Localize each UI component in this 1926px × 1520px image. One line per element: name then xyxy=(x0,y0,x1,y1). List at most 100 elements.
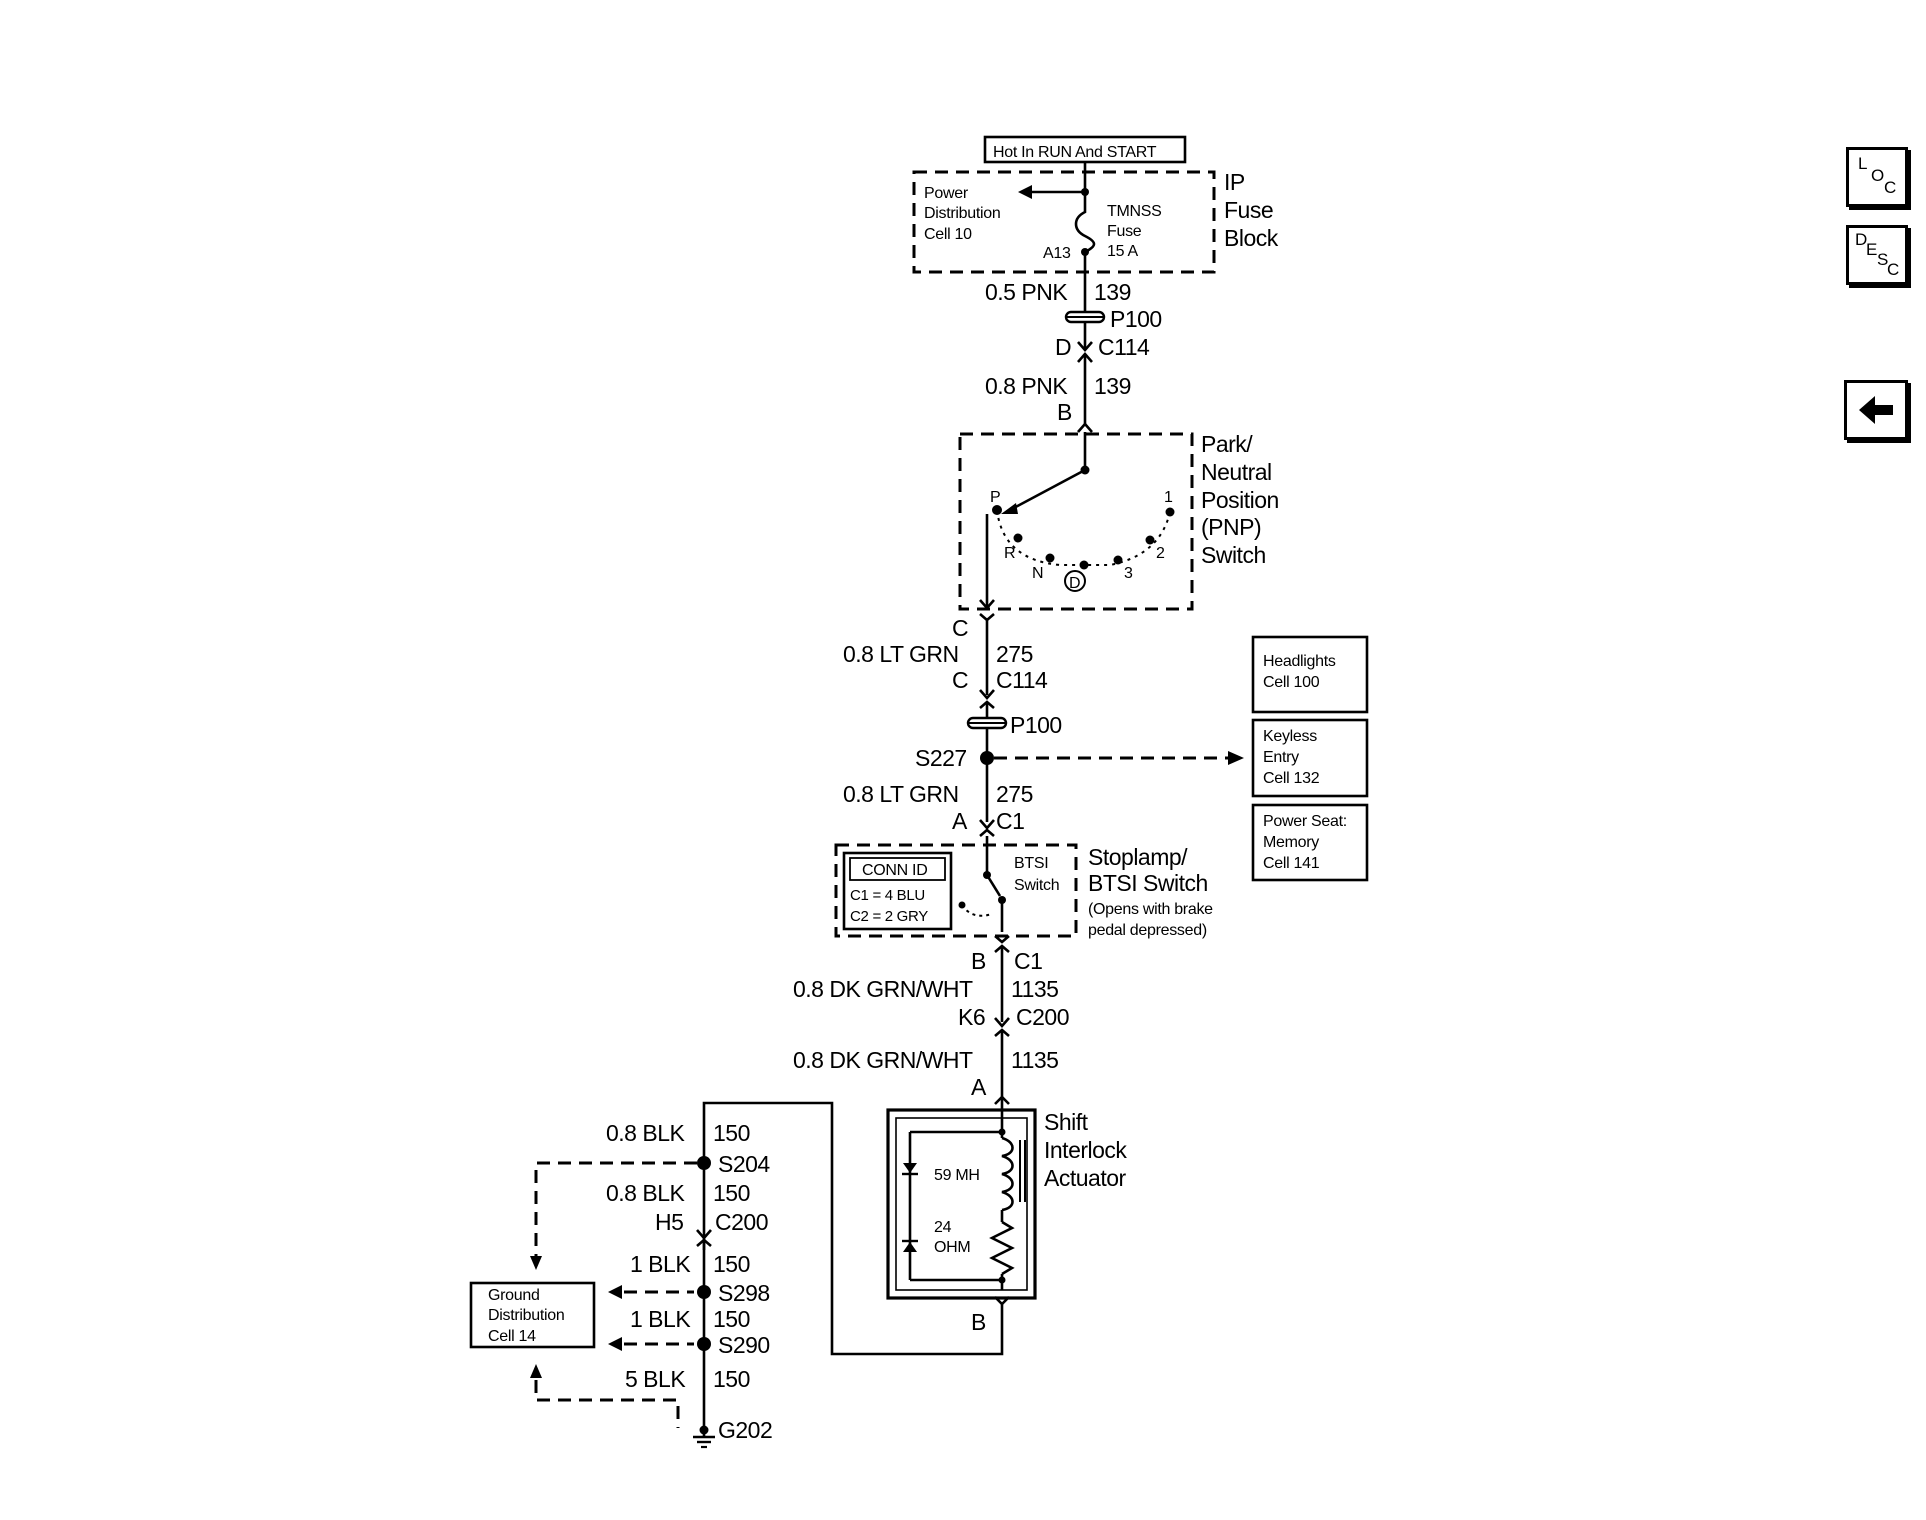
loc-button[interactable]: L O C xyxy=(1846,147,1908,207)
ref-power-seat-box xyxy=(1251,803,1369,882)
pnp-pos-2: 2 xyxy=(1156,545,1165,562)
wire-circuit-1135-a: 1135 xyxy=(1011,976,1058,1002)
coil-inductance: 59 MH xyxy=(934,1167,980,1184)
splice-s204 xyxy=(697,1156,711,1170)
power-distribution-arrow xyxy=(1018,185,1032,199)
splice-s290 xyxy=(697,1337,711,1351)
resistor-value: 24 xyxy=(934,1219,952,1236)
p100-label-a: P100 xyxy=(1110,306,1162,332)
actuator-title-2: Interlock xyxy=(1044,1137,1127,1163)
loc-letter-c: C xyxy=(1884,178,1897,197)
wire-circuit-275-b: 275 xyxy=(996,781,1033,807)
actuator-coil xyxy=(1001,1136,1014,1212)
s298-label: S298 xyxy=(718,1280,770,1306)
wire-gauge-05pnk: 0.5 PNK xyxy=(985,279,1068,305)
ref-headlights-1: Headlights xyxy=(1263,653,1336,670)
c114-pin-d: D xyxy=(1055,334,1071,360)
wire-gauge-08ltgrn-b: 0.8 LT GRN xyxy=(843,781,959,807)
fuse-terminal-a13: A13 xyxy=(1043,245,1071,262)
ref-keyless-1: Keyless xyxy=(1263,728,1317,745)
c1-pin-b: B xyxy=(971,948,986,974)
diode-lower xyxy=(903,1242,917,1252)
fuse-name: TMNSS xyxy=(1107,203,1162,220)
s290-label: S290 xyxy=(718,1332,770,1358)
c200-label-ground: C200 xyxy=(715,1209,768,1235)
tmnss-fuse-symbol xyxy=(1074,192,1096,254)
back-button[interactable] xyxy=(1844,380,1908,440)
hot-in-run-start-box xyxy=(983,135,1187,164)
ground-distribution-box xyxy=(469,1281,596,1349)
desc-letter-d: D xyxy=(1855,230,1868,249)
p100-label-b: P100 xyxy=(1010,712,1062,738)
fuse-block-title-1: IP xyxy=(1224,169,1245,195)
wire-gauge-08dkgrnwht-a: 0.8 DK GRN/WHT xyxy=(793,976,973,1002)
c200-label-a: C200 xyxy=(1016,1004,1069,1030)
pnp-contact-arrow xyxy=(1001,503,1018,514)
pnp-pos-3: 3 xyxy=(1124,565,1133,582)
ref-keyless-3: Cell 132 xyxy=(1263,770,1320,787)
c200-pin-k6: K6 xyxy=(958,1004,985,1030)
pnp-title-5: Switch xyxy=(1201,542,1266,568)
ref-power-seat-3: Cell 141 xyxy=(1263,855,1320,872)
c1-label-b: C1 xyxy=(1014,948,1042,974)
wire-gauge-08pnk: 0.8 PNK xyxy=(985,373,1068,399)
wire-gauge-08dkgrnwht-b: 0.8 DK GRN/WHT xyxy=(793,1047,973,1073)
fuse-label: Fuse xyxy=(1107,223,1142,240)
ref-headlights-2: Cell 100 xyxy=(1263,674,1320,691)
fuse-rating: 15 A xyxy=(1107,243,1138,260)
power-distribution-line-2: Distribution xyxy=(924,205,1000,222)
loc-letter-o: O xyxy=(1871,166,1885,185)
c1-label-a: C1 xyxy=(996,808,1024,834)
pnp-pos-d: D xyxy=(1069,575,1080,592)
stoplamp-title-1: Stoplamp/ xyxy=(1088,844,1188,870)
pnp-position-arc xyxy=(996,509,1171,566)
pnp-title-2: Neutral xyxy=(1201,459,1272,485)
ref-keyless-box xyxy=(1251,718,1369,798)
wire-gauge-08ltgrn-a: 0.8 LT GRN xyxy=(843,641,959,667)
wire-circuit-139-b: 139 xyxy=(1094,373,1131,399)
ref-power-seat-1: Power Seat: xyxy=(1263,813,1347,830)
btsi-switch-blade xyxy=(985,874,1002,897)
actuator-resistor xyxy=(989,1220,1015,1276)
c1-pin-a: A xyxy=(952,808,968,834)
pnp-title-1: Park/ xyxy=(1201,431,1253,457)
actuator-pin-a: A xyxy=(971,1074,987,1100)
splice-s227 xyxy=(980,751,994,765)
conn-id-title: CONN ID xyxy=(862,862,927,879)
c114-pin-c: C xyxy=(952,667,968,693)
stoplamp-note-1: (Opens with brake xyxy=(1088,901,1213,918)
pnp-pos-1: 1 xyxy=(1164,489,1173,506)
ground-circuit-4: 150 xyxy=(713,1306,750,1332)
s227-branch-arrow xyxy=(1228,751,1244,765)
conn-id-c1: C1 = 4 BLU xyxy=(850,887,925,904)
ground-gauge-3: 1 BLK xyxy=(630,1251,691,1277)
power-distribution-line-3: Cell 10 xyxy=(924,226,972,243)
ground-gauge-1: 0.8 BLK xyxy=(606,1120,685,1146)
ground-gauge-2: 0.8 BLK xyxy=(606,1180,685,1206)
ground-circuit-2: 150 xyxy=(713,1180,750,1206)
desc-button[interactable]: D E S C xyxy=(1846,225,1908,285)
stoplamp-switch-boundary xyxy=(834,843,1078,938)
actuator-title-1: Shift xyxy=(1044,1109,1089,1135)
desc-letter-e: E xyxy=(1866,240,1878,259)
pnp-switch-boundary xyxy=(958,432,1194,611)
ground-gauge-4: 1 BLK xyxy=(630,1306,691,1332)
loc-letter-l: L xyxy=(1858,154,1868,173)
ground-gauge-5: 5 BLK xyxy=(625,1366,686,1392)
ground-dist-1: Ground xyxy=(488,1287,540,1304)
c200-pin-h5: H5 xyxy=(655,1209,683,1235)
ground-dist-2: Distribution xyxy=(488,1307,564,1324)
pnp-pos-r: R xyxy=(1004,545,1015,562)
fuse-block-title-2: Fuse xyxy=(1224,197,1273,223)
wire-circuit-275-a: 275 xyxy=(996,641,1033,667)
wire-circuit-1135-b: 1135 xyxy=(1011,1047,1058,1073)
splice-s298 xyxy=(697,1285,711,1299)
resistor-unit: OHM xyxy=(934,1239,970,1256)
fuse-block-title-3: Block xyxy=(1224,225,1279,251)
diode-upper xyxy=(903,1163,917,1173)
actuator-title-3: Actuator xyxy=(1044,1165,1126,1191)
ground-circuit-5: 150 xyxy=(713,1366,750,1392)
conn-id-box xyxy=(842,851,953,931)
actuator-pin-b: B xyxy=(971,1309,986,1335)
g202-label: G202 xyxy=(718,1417,772,1443)
